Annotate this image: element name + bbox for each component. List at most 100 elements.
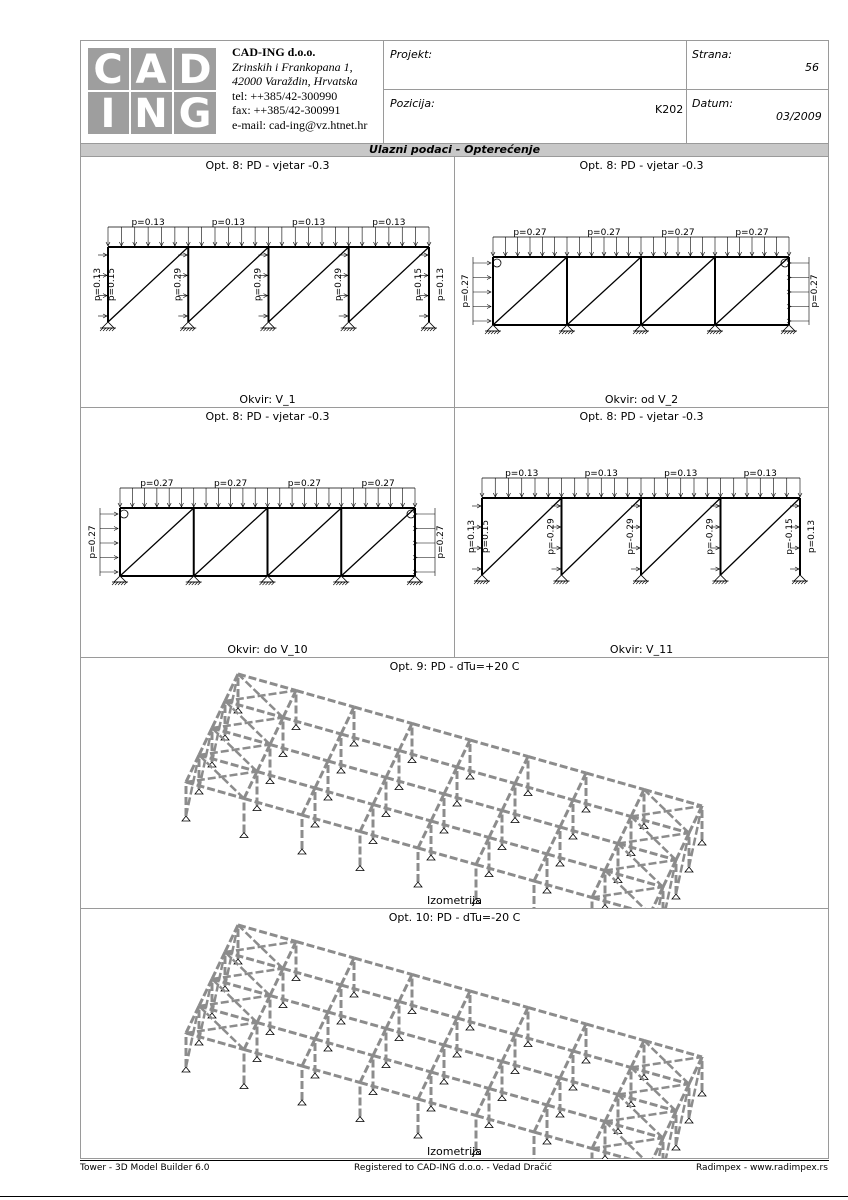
support-hatch [265, 581, 269, 586]
support-icon [601, 903, 609, 908]
support-icon [349, 991, 359, 998]
support-icon [554, 574, 569, 582]
support-icon [465, 773, 475, 780]
support-icon [355, 1115, 365, 1122]
support-hatch [709, 330, 714, 335]
support-hatch [473, 580, 478, 585]
model-member [371, 1027, 388, 1057]
support-hatch [715, 330, 720, 335]
arrow-head [786, 260, 792, 266]
support-hatch [638, 330, 643, 335]
model-member [295, 689, 355, 709]
support-hatch [99, 327, 104, 332]
model-member [585, 1022, 645, 1042]
top-load-label: p=0.27 [735, 228, 768, 238]
model-member [572, 798, 632, 818]
support-hatch [803, 580, 808, 585]
support-hatch [191, 581, 195, 586]
arrow-head [794, 503, 800, 509]
model-member [643, 1039, 703, 1059]
support-hatch [487, 330, 492, 335]
support-icon [349, 740, 359, 747]
cading-logo: C A D I N G [86, 46, 218, 137]
model-member [442, 1017, 459, 1046]
side-load-label: p=0.15 [481, 520, 491, 553]
model-member [340, 732, 400, 752]
footer-rule [80, 1160, 829, 1161]
model-member [616, 1066, 633, 1096]
datum-value: 03/2009 [776, 110, 822, 123]
arrow-head [715, 545, 721, 551]
side-load-label: p=0.29 [173, 268, 183, 302]
model-member [243, 1048, 303, 1068]
support-hatch [567, 330, 572, 335]
support-icon [394, 1034, 404, 1041]
model-member [185, 770, 258, 784]
model-member [255, 994, 272, 1024]
model-member [397, 973, 414, 1003]
side-load-label: p=0.27 [88, 525, 98, 558]
model-member [604, 858, 677, 872]
model-member [223, 924, 240, 987]
arrow-head [635, 566, 641, 572]
support-icon [407, 756, 417, 763]
support-hatch [114, 581, 119, 586]
model-member [327, 759, 387, 779]
support-icon [471, 897, 481, 904]
support-hatch [715, 580, 719, 585]
arrow-head [786, 275, 792, 280]
support-hatch [432, 327, 437, 332]
arrow-head [343, 252, 349, 258]
support-hatch [780, 330, 785, 335]
panel-title: Opt. 8: PD - vjetar -0.3 [579, 410, 704, 423]
support-icon [407, 1007, 417, 1014]
support-hatch [644, 580, 649, 585]
footer-left: Tower - 3D Model Builder 6.0 [80, 1163, 210, 1173]
model-member [559, 825, 619, 845]
logo-letter-i: I [101, 91, 116, 136]
support-icon [793, 574, 807, 582]
support-hatch [482, 580, 487, 585]
model-member [430, 1070, 490, 1090]
frame-diagonal [640, 256, 716, 326]
arrow-head [635, 524, 641, 530]
side-load-label: p=0.13 [436, 268, 446, 301]
support-icon [439, 827, 449, 834]
model-member [224, 950, 284, 970]
company-name: CAD-ING d.o.o. [232, 45, 316, 59]
model-member [643, 788, 703, 808]
frame-diagonal [714, 256, 790, 326]
model-member [224, 699, 284, 719]
model-member [198, 743, 271, 757]
arrow-head [263, 252, 269, 258]
isometric-model-diagram [181, 672, 707, 908]
arrow-head [786, 289, 792, 295]
model-member [617, 842, 677, 862]
support-hatch [342, 581, 346, 586]
support-hatch [794, 580, 799, 585]
model-member [371, 776, 388, 806]
support-icon [261, 321, 276, 329]
top-load-label: p=0.13 [744, 469, 777, 479]
support-icon [413, 881, 423, 888]
header-divider-h [383, 89, 829, 90]
model-member [585, 771, 645, 791]
frame-diagonal [640, 497, 721, 576]
panel-isometric-2: Opt. 10: PD - dTu=-20 C Izometrija [81, 909, 828, 1159]
model-member [455, 739, 472, 768]
arrow-head [412, 540, 418, 546]
arrow-head [476, 524, 482, 530]
model-member [185, 1031, 245, 1051]
model-member [301, 1064, 361, 1084]
model-member [604, 1109, 677, 1123]
model-member [475, 863, 535, 883]
support-hatch [570, 330, 575, 335]
support-hatch [783, 330, 788, 335]
model-member [281, 689, 298, 719]
model-member [590, 1120, 607, 1150]
top-load-label: p=0.27 [513, 228, 546, 238]
model-member [455, 990, 472, 1019]
